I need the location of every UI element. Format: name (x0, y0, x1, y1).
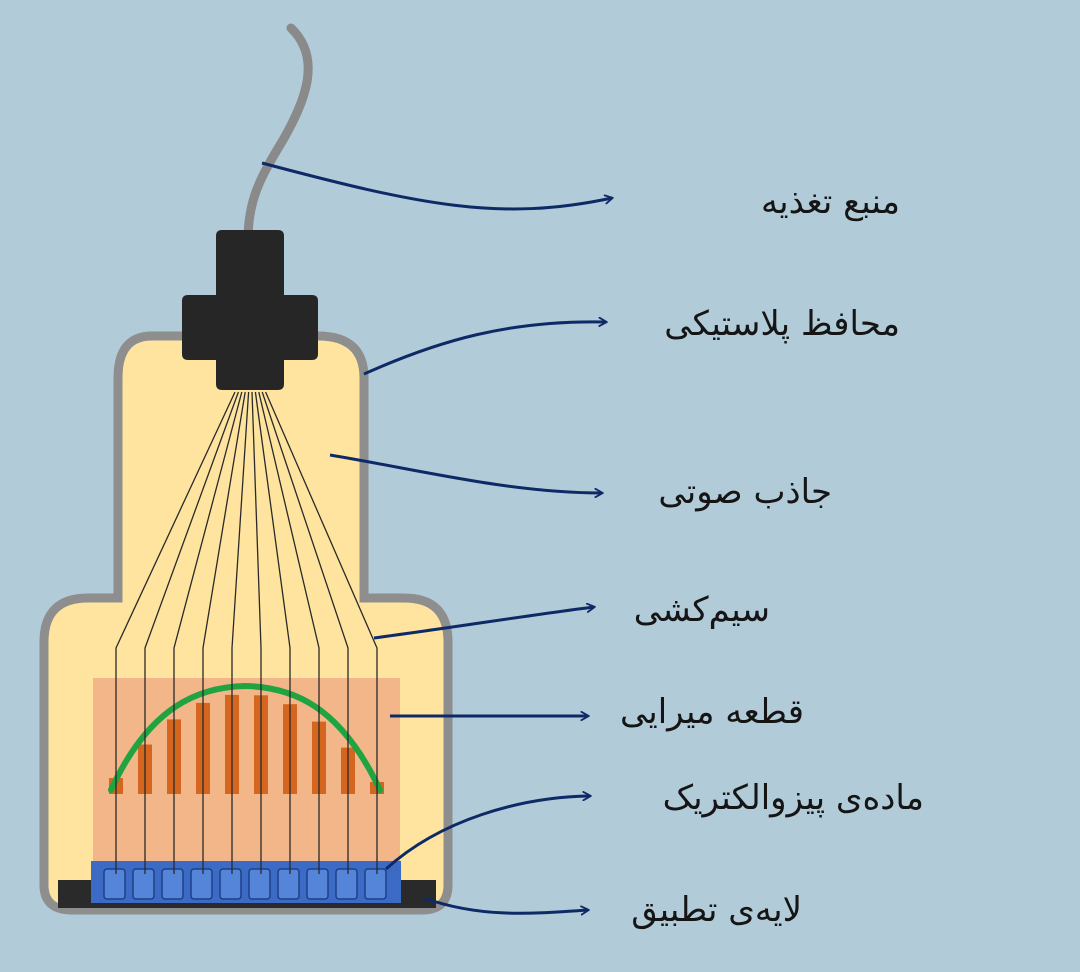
wire (144, 391, 240, 874)
matching-cell (248, 868, 271, 900)
wire (254, 391, 291, 874)
wire (251, 391, 262, 874)
arrow-piezoelectric (384, 796, 590, 871)
wire (115, 391, 236, 874)
wire (261, 391, 349, 874)
matching-cell (161, 868, 184, 900)
label-power-source: منبع تغذیه (760, 182, 900, 222)
arrow-power-source (261, 161, 612, 211)
connector (182, 230, 318, 390)
label-plastic-housing: محافظ پلاستیکی (664, 304, 900, 344)
matching-cell (364, 868, 387, 900)
wiring (115, 391, 378, 874)
matching-cell (132, 868, 155, 900)
beam-curve (108, 682, 383, 793)
matching-cell (219, 868, 242, 900)
power-cable (243, 23, 313, 245)
label-acoustic-absorber: جاذب صوتی (658, 472, 832, 512)
matching-cell (335, 868, 358, 900)
label-damping-block: قطعه میرایی (619, 692, 804, 732)
arrow-acoustic-absorber (329, 453, 602, 493)
matching-cell (306, 868, 329, 900)
arrow-plastic-housing (363, 322, 606, 376)
label-wiring: سیم‌کشی (633, 590, 770, 630)
matching-cell (277, 868, 300, 900)
arrow-wiring (373, 607, 594, 640)
wire (258, 391, 320, 874)
wire (173, 391, 243, 874)
matching-cell (103, 868, 126, 900)
label-matching-layer: لایه‌ی تطبیق (631, 890, 802, 930)
label-piezoelectric-material: ماده‌ی پیزوالکتریک (662, 778, 924, 818)
matching-layer-cells (103, 868, 387, 900)
arrow-matching-layer (423, 896, 588, 913)
wire (202, 391, 246, 874)
wire (265, 391, 378, 874)
wire (231, 391, 250, 874)
matching-cell (190, 868, 213, 900)
